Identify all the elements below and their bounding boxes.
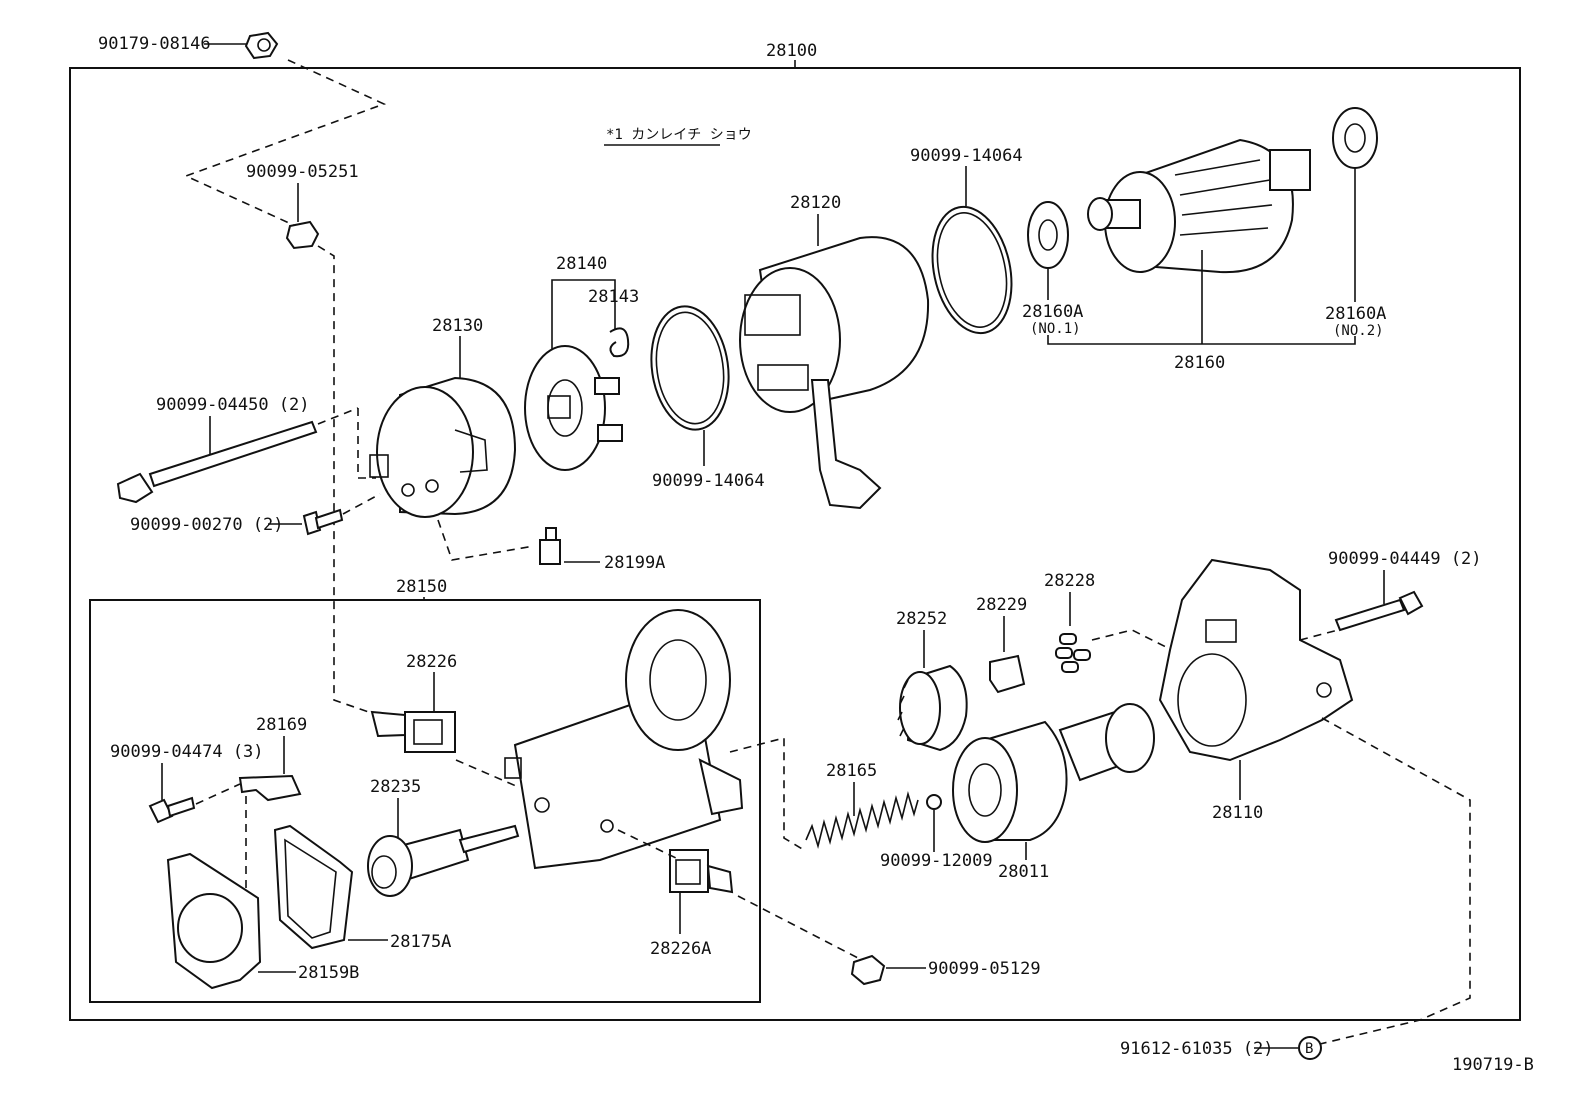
- label-28120: 28120: [790, 193, 841, 213]
- terminal-28226A-icon: [669, 849, 734, 894]
- label-28229: 28229: [976, 595, 1027, 615]
- spring-28143-icon: [609, 327, 630, 358]
- label-28160A-no2-sub: (NO.2): [1333, 323, 1384, 339]
- o-ring-top-icon: [931, 205, 1013, 335]
- plunger-28235-icon: [367, 824, 520, 897]
- label-28130: 28130: [432, 316, 483, 336]
- through-bolt-90099-04450-icon: [116, 420, 318, 504]
- note-text: *1 カンレイチ ショウ: [606, 127, 752, 143]
- label-28228: 28228: [1044, 571, 1095, 591]
- housing-28110-icon: [1158, 558, 1354, 762]
- label-90099-14064-mid: 90099-14064: [652, 471, 765, 491]
- screw-90099-00270-icon: [302, 508, 344, 536]
- label-90099-04450: 90099-04450 (2): [156, 395, 310, 415]
- label-28226A: 28226A: [650, 939, 711, 959]
- label-28143: 28143: [588, 287, 639, 307]
- end-frame-28130-icon: [369, 376, 517, 518]
- label-28110: 28110: [1212, 803, 1263, 823]
- bolt-90099-04474-icon: [148, 796, 196, 824]
- label-90099-05251: 90099-05251: [246, 162, 359, 182]
- nut-90099-05129-icon: [850, 954, 886, 986]
- bolt-90099-04449-icon: [1334, 590, 1424, 632]
- switch-housing-icon: [504, 609, 744, 870]
- label-90099-05129: 90099-05129: [928, 959, 1041, 979]
- label-28199A: 28199A: [604, 553, 665, 573]
- magnetic-switch-subframe: [89, 599, 761, 1003]
- label-28169: 28169: [256, 715, 307, 735]
- label-28011: 28011: [998, 862, 1049, 882]
- label-28159B: 28159B: [298, 963, 359, 983]
- nut-90099-05251-icon: [285, 220, 320, 250]
- bearing-28160A-no2-icon: [1332, 107, 1378, 169]
- bracket-28169-icon: [238, 774, 302, 802]
- ball-90099-12009-icon: [926, 794, 942, 810]
- callout-b-icon: B: [1298, 1036, 1322, 1060]
- spring-28165-icon: [805, 790, 919, 850]
- label-28140: 28140: [556, 254, 607, 274]
- label-28252: 28252: [896, 609, 947, 629]
- label-28235: 28235: [370, 777, 421, 797]
- o-ring-middle-icon: [650, 305, 730, 431]
- armature-28160-icon: [1087, 138, 1311, 274]
- rollers-28228-icon: [1055, 633, 1091, 673]
- brush-holder-28140-icon: [524, 345, 623, 471]
- label-28100: 28100: [766, 41, 817, 61]
- terminal-28226-icon: [370, 710, 456, 753]
- retainer-28229-icon: [989, 654, 1026, 694]
- clutch-28011-icon: [952, 703, 1155, 843]
- gear-28252-icon: [897, 664, 968, 752]
- label-90099-12009: 90099-12009: [880, 851, 993, 871]
- label-28226: 28226: [406, 652, 457, 672]
- label-28160A-no2: 28160A: [1325, 304, 1386, 324]
- figure-code: 190719-B: [1452, 1055, 1534, 1075]
- label-28175A: 28175A: [390, 932, 451, 952]
- label-90179-08146: 90179-08146: [98, 34, 211, 54]
- label-90099-04474: 90099-04474 (3): [110, 742, 264, 762]
- label-28165: 28165: [826, 761, 877, 781]
- label-90099-00270: 90099-00270 (2): [130, 515, 284, 535]
- bearing-28160A-no1-icon: [1027, 201, 1069, 269]
- nut-90179-08146-icon: [244, 31, 279, 60]
- gasket-28175A-icon: [273, 824, 354, 950]
- label-90099-14064-top: 90099-14064: [910, 146, 1023, 166]
- label-91612-61035: 91612-61035 (2): [1120, 1039, 1274, 1059]
- label-28160: 28160: [1174, 353, 1225, 373]
- cover-28159B-icon: [166, 852, 262, 990]
- svg-text:B: B: [1305, 1041, 1313, 1057]
- label-28160A-no1: 28160A: [1022, 302, 1083, 322]
- terminal-28199A-icon: [539, 527, 561, 565]
- label-28160A-no1-sub: (NO.1): [1030, 321, 1081, 337]
- label-28150: 28150: [396, 577, 447, 597]
- field-frame-28120-icon: [739, 236, 930, 510]
- label-90099-04449: 90099-04449 (2): [1328, 549, 1482, 569]
